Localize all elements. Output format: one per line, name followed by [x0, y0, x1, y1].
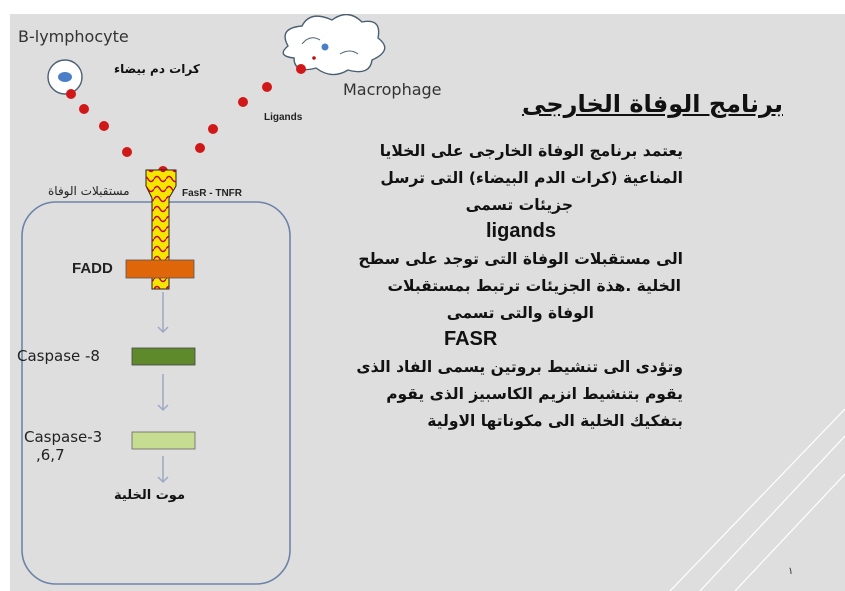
ligands-term: ligands [486, 220, 557, 242]
receptor-label: FasR - TNFR [182, 188, 242, 199]
b-lymphocyte-nucleus [58, 72, 72, 82]
page-title: برنامج الوفاة الخارجى [522, 90, 783, 118]
text-line: وتؤدى الى تنشيط بروتين يسمى الفاد الذى [356, 358, 683, 376]
caspase3-bar [131, 431, 196, 450]
decorative-lines [669, 408, 845, 591]
ligand-dot [296, 64, 306, 74]
ligand-dot [195, 143, 205, 153]
caspase3-label: Caspase-3 [24, 428, 103, 446]
ligands [66, 64, 306, 176]
caspase8-label: Caspase -8 [17, 347, 100, 365]
caspase8-bar [131, 347, 196, 366]
text-line: يعتمد برنامج الوفاة الخارجى على الخلايا [379, 142, 683, 160]
ligand-dot [122, 147, 132, 157]
ligand-dot [262, 82, 272, 92]
cell-death-label: موت الخلية [114, 488, 185, 503]
ligand-dot [66, 89, 76, 99]
ligand-dot [238, 97, 248, 107]
text-line: الخلية .هذة الجزيئات ترتبط بمستقبلات [387, 277, 681, 295]
macrophage-label: Macrophage [343, 80, 442, 99]
text-line: المناعية (كرات الدم البيضاء) التى ترسل [380, 169, 683, 187]
text-line: الوفاة والتى تسمى [446, 304, 594, 322]
fadd-label: FADD [72, 260, 113, 277]
diagram-graphics [21, 14, 845, 591]
caspase3-sublabel: ,6,7 [36, 446, 65, 464]
text-line: الى مستقبلات الوفاة التى توجد على سطح [358, 250, 683, 268]
ligand-dot [79, 104, 89, 114]
ligand-dot [99, 121, 109, 131]
death-receptors-label: مستقبلات الوفاة [48, 184, 130, 198]
macrophage-nucleus [321, 43, 329, 51]
ligand-dot [208, 124, 218, 134]
text-line: جزيئات تسمى [465, 196, 573, 214]
page-number: ١ [788, 566, 794, 577]
text-line: يقوم بتنشيط انزيم الكاسبيز الذى يقوم [386, 385, 683, 403]
ligands-label: Ligands [264, 112, 303, 123]
white-blood-cells-label: كرات دم بيضاء [114, 62, 200, 76]
b-lymphocyte-label: B-lymphocyte [18, 27, 129, 46]
text-line: بتفكيك الخلية الى مكوناتها الاولية [427, 412, 683, 430]
slide: B-lymphocyte كرات دم بيضاء Macrophage Li… [10, 14, 845, 591]
fadd-bar [125, 259, 195, 279]
fasr-term: FASR [444, 328, 498, 350]
